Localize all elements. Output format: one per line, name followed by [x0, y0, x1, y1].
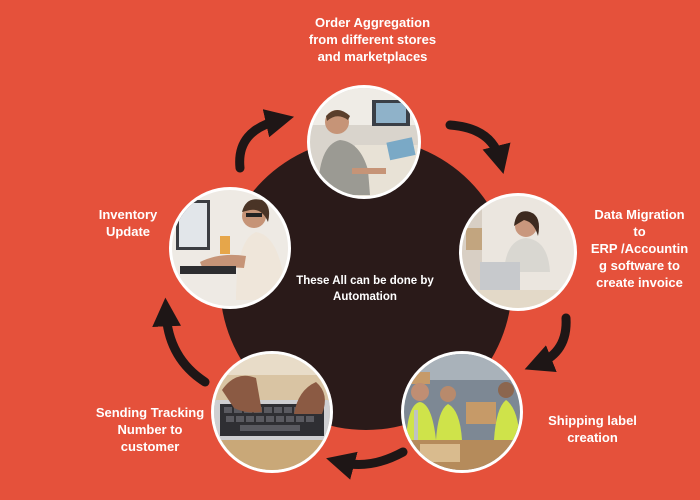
step-label-shipping-label: Shipping label creation [530, 412, 655, 446]
step-label-tracking-number: Sending Tracking Number to customer [80, 404, 220, 455]
step-label-data-migration: Data Migration to ERP /Accountin g softw… [582, 206, 697, 291]
arrow-right-to-bottom-right [538, 318, 566, 364]
step-label-inventory-update: Inventory Update [78, 206, 178, 240]
step-label-order-aggregation: Order Aggregation from different stores … [290, 14, 455, 65]
arrow-bottom-left-to-left [166, 312, 205, 382]
arrow-left-to-top [240, 120, 280, 168]
center-automation-text: These All can be done by Automation [280, 273, 450, 305]
arrow-top-to-right [450, 125, 500, 160]
arrow-bottom-right-to-bottom-left [340, 452, 403, 464]
